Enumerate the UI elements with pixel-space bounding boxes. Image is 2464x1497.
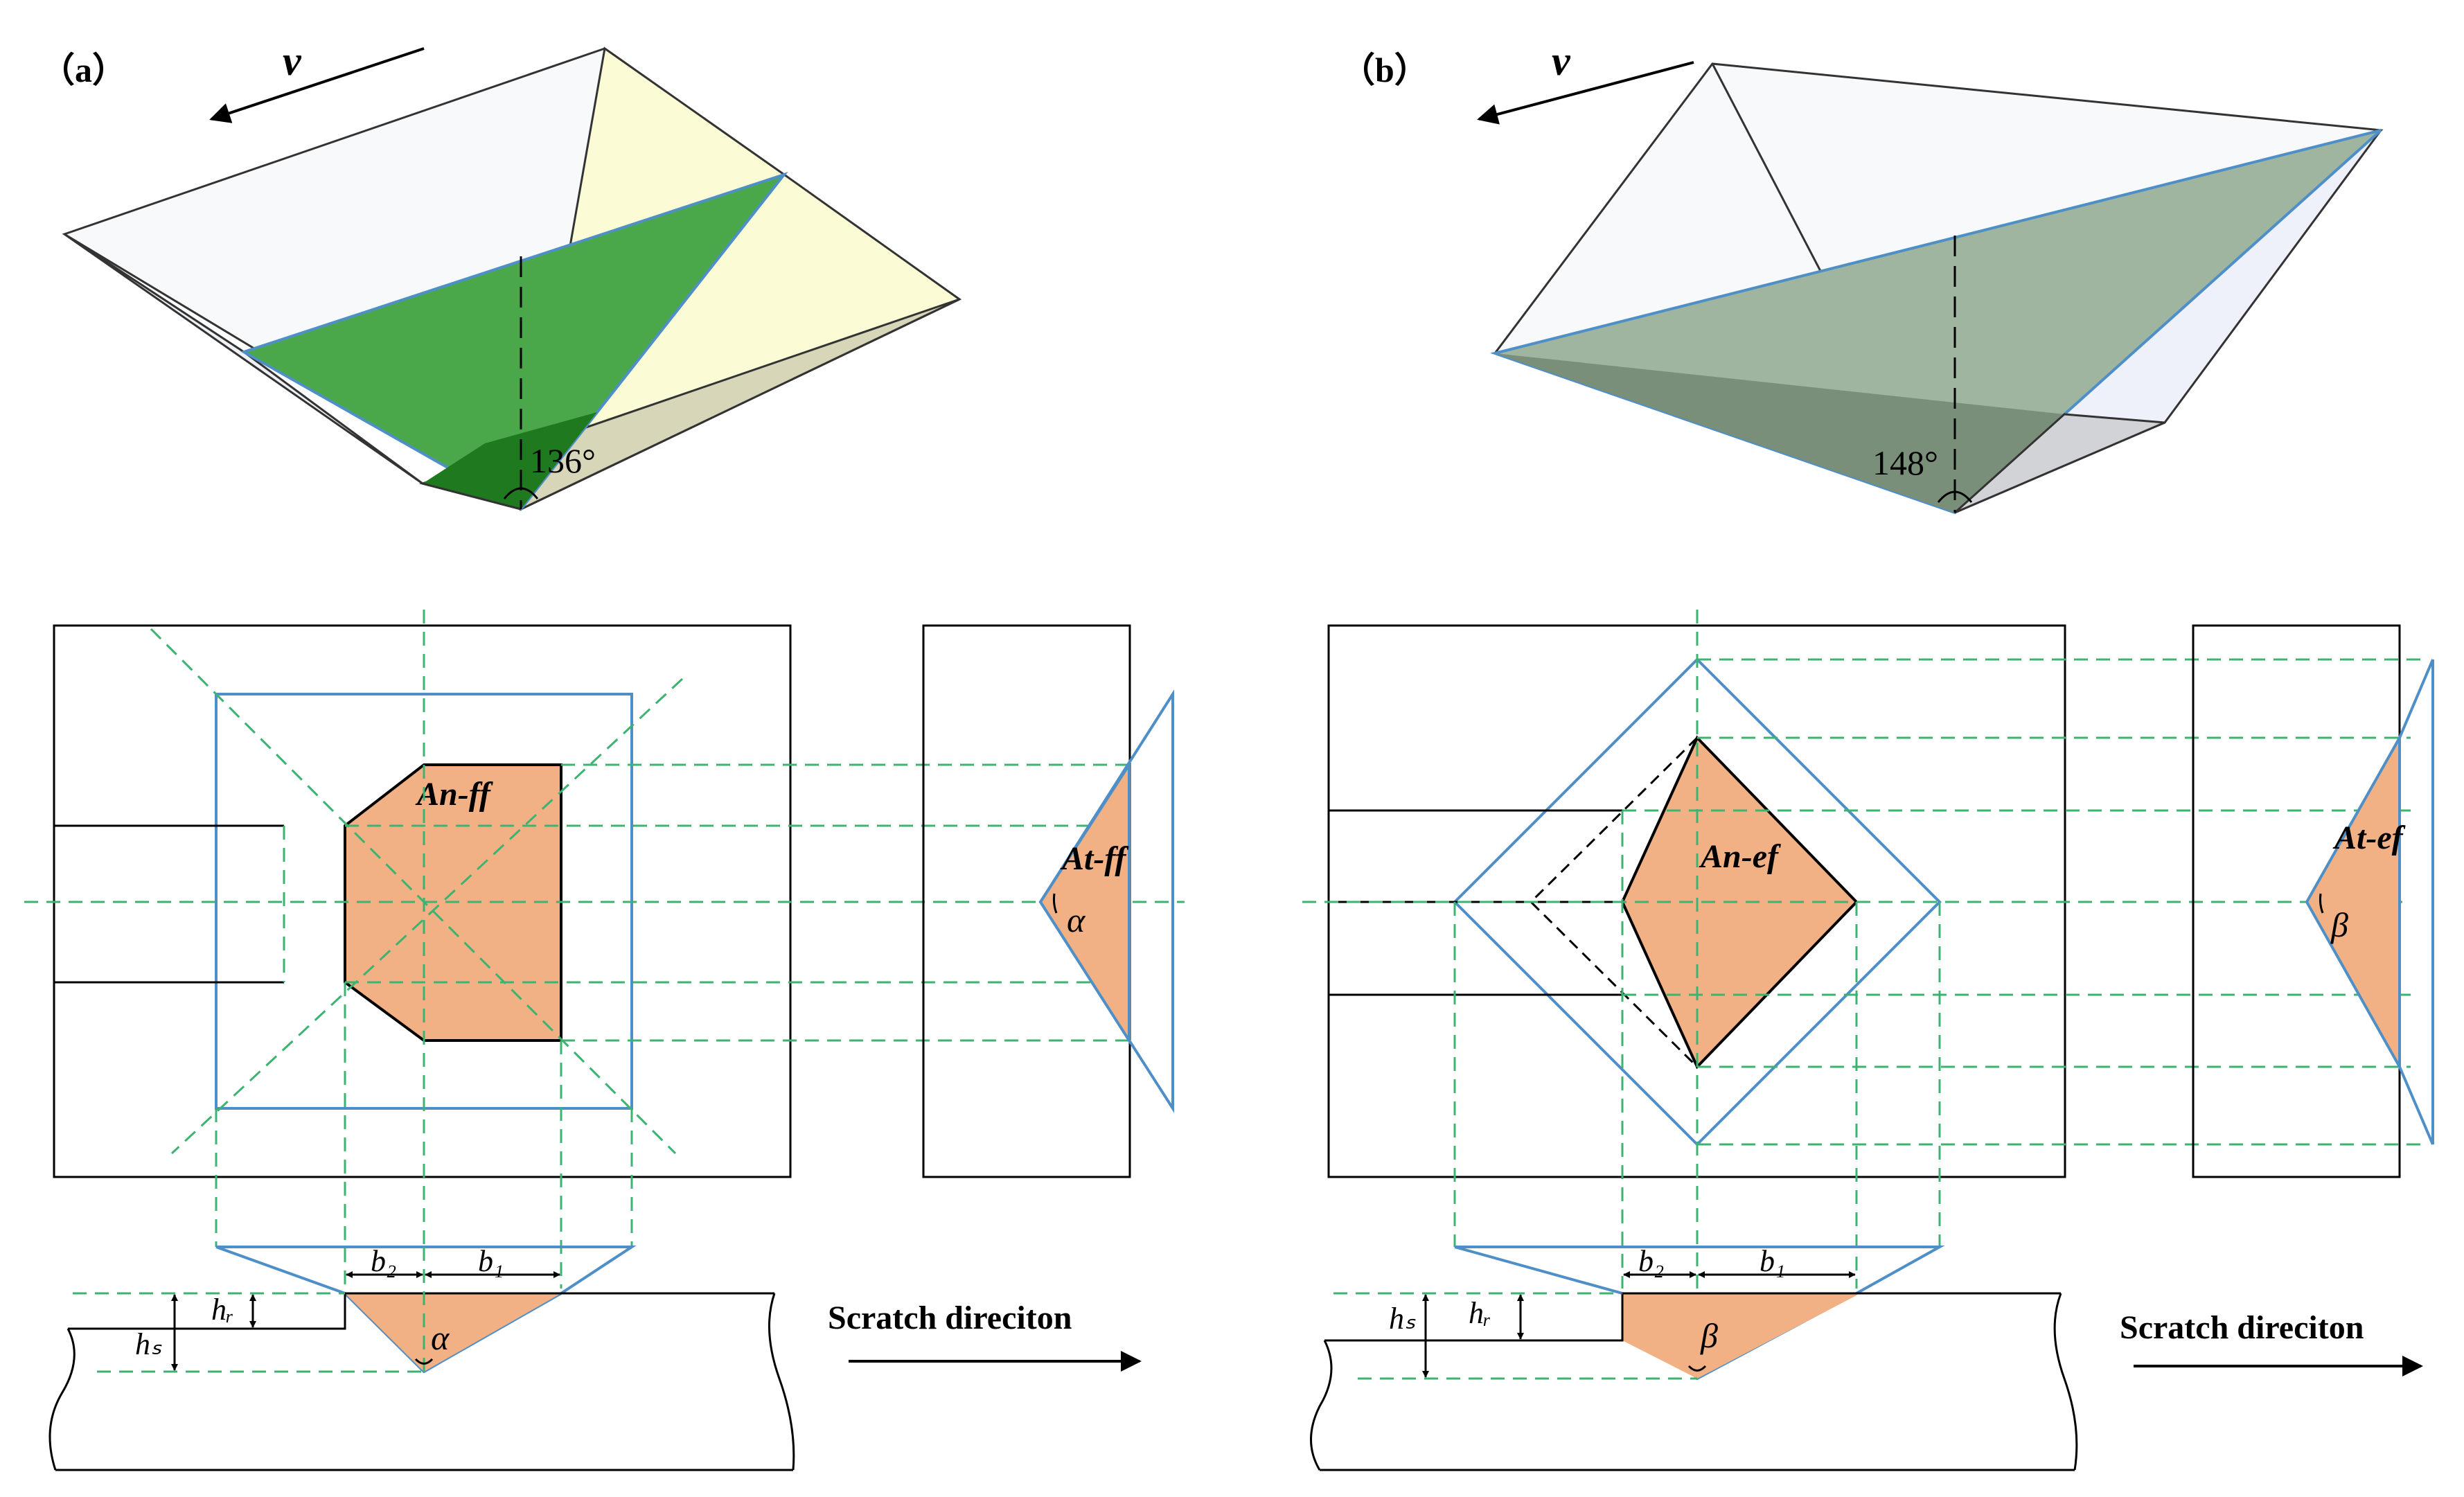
b2-label: b₂ bbox=[371, 1244, 396, 1278]
panel-a-velocity: v bbox=[209, 38, 425, 123]
tool-inner-edge bbox=[1711, 63, 1823, 274]
panel-a-3d-tool: 136° bbox=[62, 46, 961, 511]
side-angle-label: β bbox=[2330, 905, 2348, 944]
hr-label: hᵣ bbox=[1469, 1296, 1491, 1330]
panel-b-side-view: At-ef β bbox=[2192, 624, 2434, 1178]
panel-b-velocity: v bbox=[1477, 38, 1694, 125]
diag-1 bbox=[150, 628, 677, 1155]
area-side-label: At-ef bbox=[2332, 820, 2406, 856]
b1-label: b₁ bbox=[1760, 1244, 1785, 1278]
side-angle-label: α bbox=[1067, 901, 1086, 939]
tool-angle-label: 136° bbox=[530, 441, 596, 480]
area-top-label: An-ef bbox=[1699, 838, 1781, 875]
panel-a-top-view: An-ff bbox=[24, 610, 1185, 1288]
panel-b-3d-tool: 148° bbox=[1490, 62, 2384, 515]
panel-a-side-view: At-ff α bbox=[922, 624, 1174, 1178]
hs-label: hₛ bbox=[135, 1327, 162, 1361]
tool-bottom-face bbox=[1953, 413, 2165, 514]
diag-2 bbox=[170, 677, 684, 1155]
section-angle-arc bbox=[1687, 1365, 1707, 1372]
tool-angle-label: 148° bbox=[1872, 443, 1938, 482]
velocity-label: v bbox=[283, 38, 302, 84]
side-angle-arc bbox=[1052, 893, 1058, 914]
panel-a-label: （a） bbox=[40, 51, 127, 89]
tool-angle-arc bbox=[503, 487, 539, 499]
hs-label: hₛ bbox=[1389, 1302, 1416, 1336]
scratch-label: Scratch direciton bbox=[2120, 1309, 2364, 1346]
workpiece-surface bbox=[68, 1292, 774, 1330]
hr-label: hᵣ bbox=[211, 1293, 234, 1327]
workpiece-left-break bbox=[1310, 1340, 1333, 1471]
velocity-arrow bbox=[209, 47, 425, 123]
panel-b-top-view: An-ef bbox=[1302, 610, 2425, 1379]
contact-area-side bbox=[1038, 760, 1131, 1045]
velocity-label: v bbox=[1552, 38, 1571, 84]
workpiece-right-break bbox=[2053, 1293, 2078, 1471]
contact-area-side bbox=[2305, 732, 2401, 1072]
tool-left-face bbox=[64, 233, 423, 485]
panel-a-scratch-direction: Scratch direciton bbox=[828, 1300, 1142, 1372]
panel-a-section: b₂ b₁ hᵣ hₛ α bbox=[48, 1244, 795, 1471]
side-angle-arc bbox=[2319, 893, 2324, 914]
panel-b: （b） v 148° An-ef bbox=[1302, 38, 2434, 1471]
area-side-label: At-ff bbox=[1060, 840, 1128, 877]
workpiece-surface bbox=[1324, 1292, 2061, 1342]
tool-dark-green-face bbox=[423, 412, 597, 509]
scratch-label: Scratch direciton bbox=[828, 1300, 1072, 1336]
side-edge-top bbox=[2398, 659, 2434, 738]
workpiece-left-break bbox=[48, 1328, 76, 1471]
area-top-label: An-ff bbox=[415, 776, 493, 813]
section-contact-area bbox=[345, 1293, 561, 1372]
tool-angle-arc bbox=[1937, 490, 1973, 503]
b2-label: b₂ bbox=[1638, 1244, 1664, 1278]
side-edge-bottom bbox=[2398, 1066, 2434, 1145]
hidden-edge bbox=[1529, 736, 1699, 1068]
panel-b-section: b₂ b₁ hᵣ hₛ β bbox=[1310, 1244, 2078, 1471]
tool-edge-1 bbox=[422, 482, 522, 511]
b1-label: b₁ bbox=[478, 1244, 504, 1278]
velocity-arrow bbox=[1477, 61, 1694, 125]
tool-green-face bbox=[240, 172, 788, 511]
panel-b-label: （b） bbox=[1340, 51, 1429, 89]
workpiece-right-break bbox=[768, 1293, 795, 1471]
tool-dark-olive-face bbox=[1495, 353, 2064, 513]
section-angle-arc bbox=[414, 1358, 434, 1365]
panel-a: （a） v 136° An-ff bbox=[24, 38, 1185, 1471]
section-contact-area bbox=[1622, 1293, 1856, 1379]
panel-b-scratch-direction: Scratch direciton bbox=[2120, 1309, 2423, 1376]
section-angle-label: α bbox=[431, 1318, 450, 1357]
section-angle-label: β bbox=[1700, 1316, 1718, 1355]
